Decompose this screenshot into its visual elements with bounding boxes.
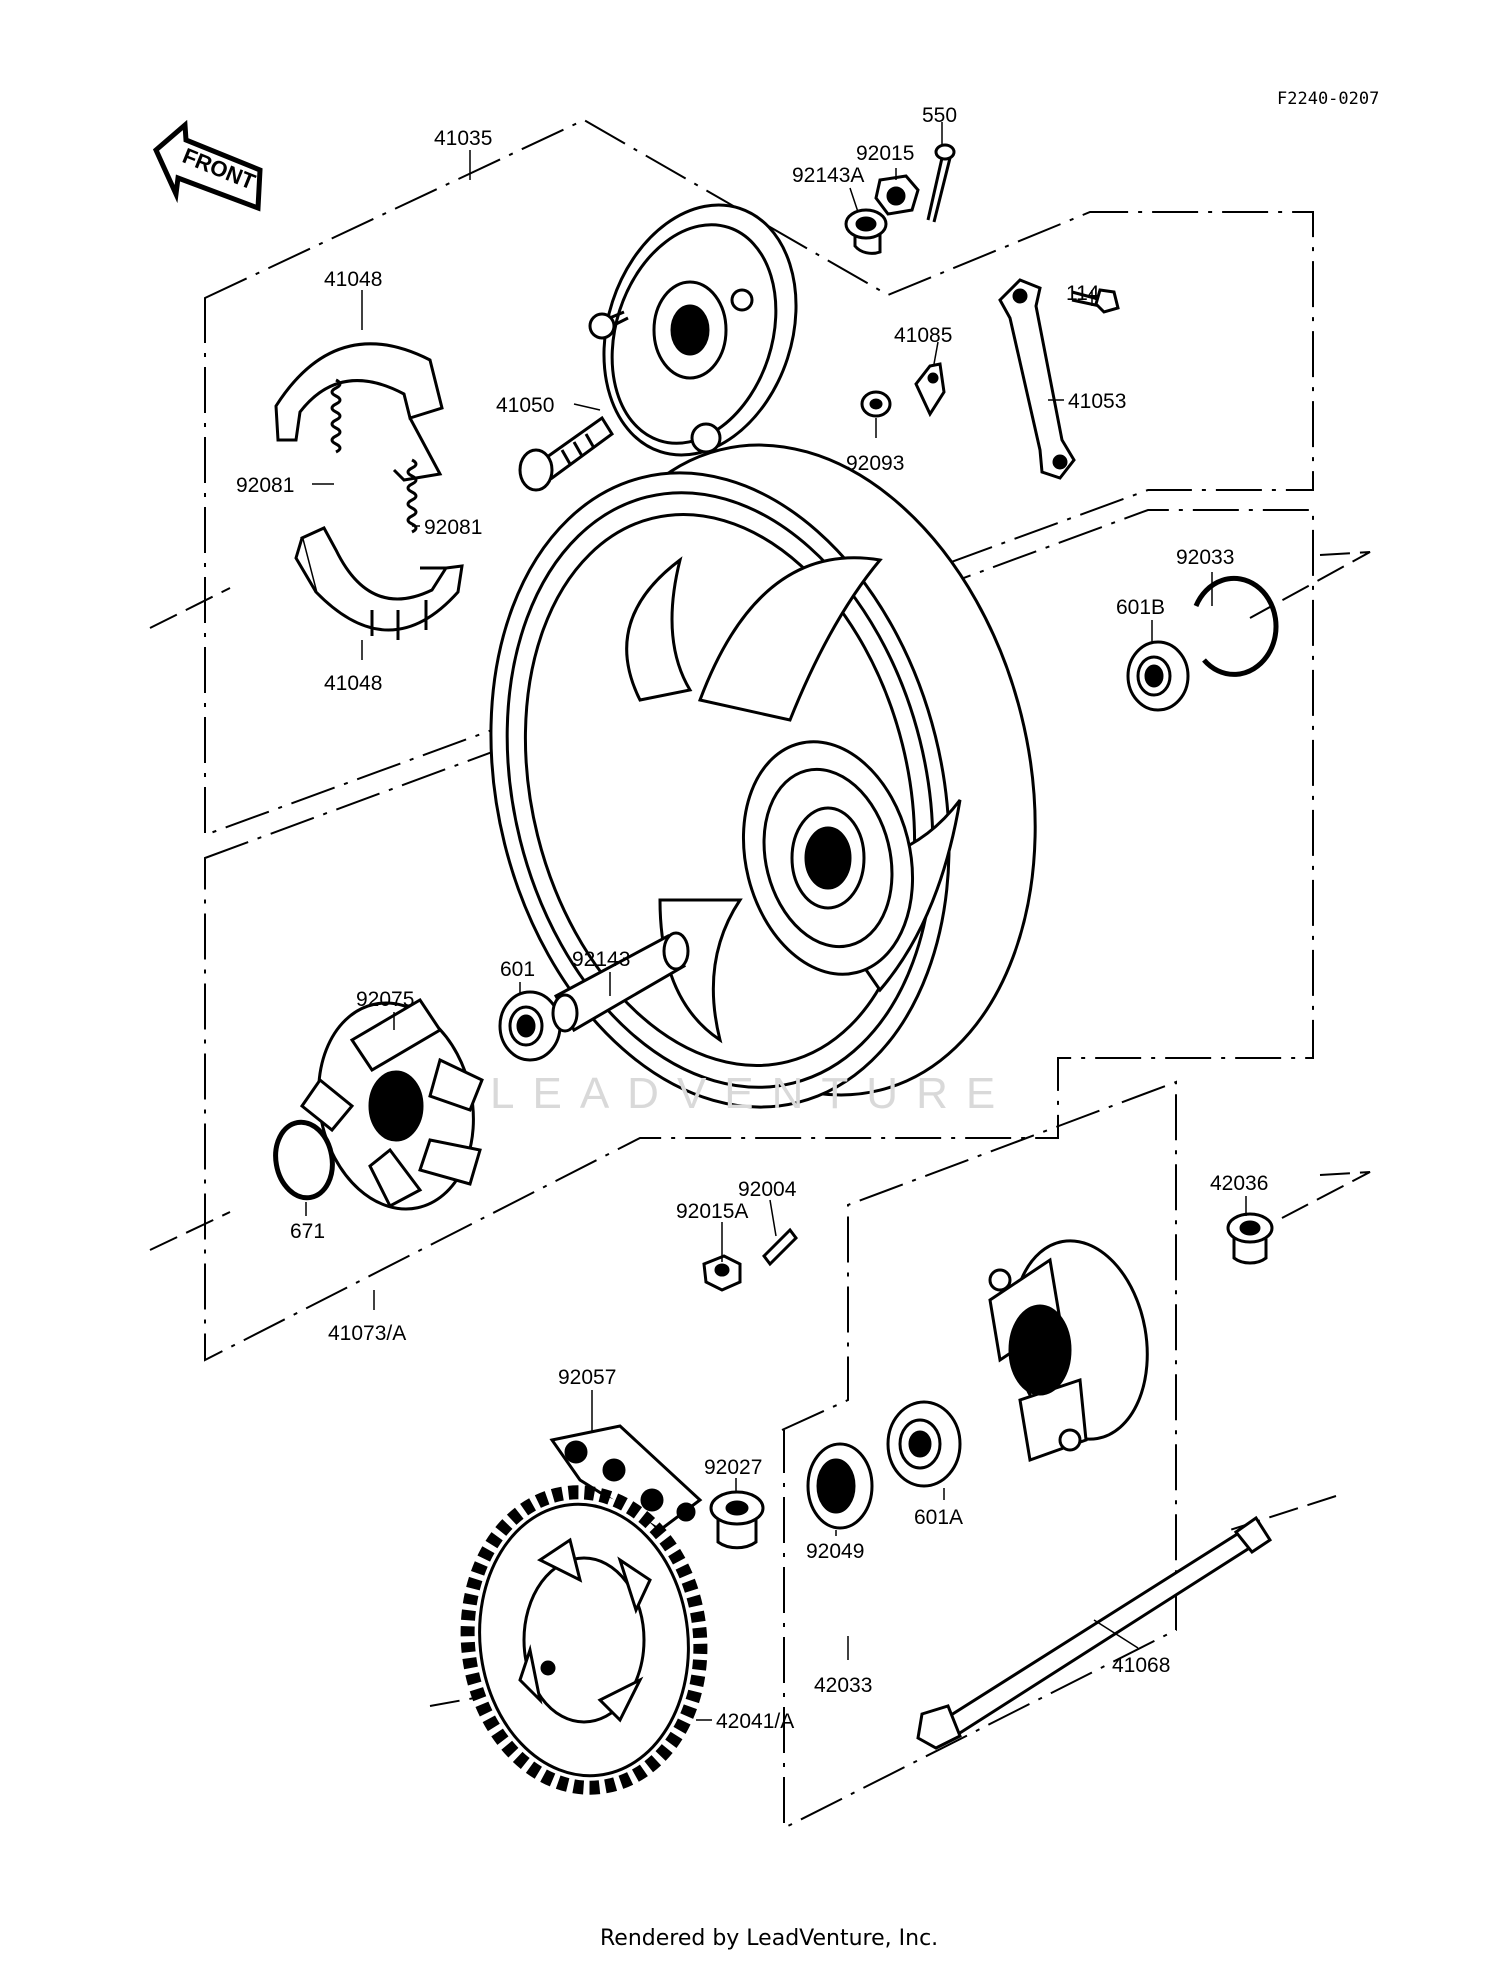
part-label-92081-right: 92081 (424, 516, 482, 539)
part-label-92093: 92093 (846, 452, 904, 475)
wear-indicator-icon (914, 362, 946, 418)
part-label-601: 601 (500, 958, 535, 981)
stud-icon (762, 1227, 798, 1267)
collar-42036-icon (1226, 1212, 1274, 1265)
part-label-41073a: 41073/A (328, 1322, 406, 1345)
front-arrow-icon: FRONT (152, 119, 263, 212)
collar-icon (844, 208, 888, 255)
spring-icon (330, 378, 418, 534)
brake-shoe-bottom-icon (294, 526, 464, 640)
part-label-550: 550 (922, 104, 957, 127)
watermark: LEADVENTURE (490, 1069, 1013, 1118)
wheel-icon (489, 443, 1037, 1109)
part-label-92027: 92027 (704, 1456, 762, 1479)
part-label-92057: 92057 (558, 1366, 616, 1389)
bearing-601a-icon (886, 1400, 962, 1488)
chain-icon (549, 1424, 703, 1532)
torque-link-icon (998, 278, 1076, 480)
hub-group-outline (781, 1080, 1177, 1830)
diagram-code: F2240-0207 (1277, 89, 1379, 109)
axle-icon (916, 1515, 1273, 1750)
bearing-601b-icon (1126, 640, 1190, 712)
sprocket-icon (460, 1485, 708, 1795)
part-label-41048-top: 41048 (324, 268, 382, 291)
part-label-92004: 92004 (738, 1178, 797, 1201)
brake-shoe-top-icon (274, 342, 444, 482)
collar-92027-icon (709, 1490, 765, 1550)
part-label-601a: 601A (914, 1506, 963, 1529)
wheel-group-outline (204, 509, 1314, 1362)
bolt-icon (1071, 288, 1120, 314)
part-label-601b: 601B (1116, 596, 1165, 619)
part-label-92143a: 92143A (792, 164, 864, 187)
o-ring-icon (273, 1119, 335, 1201)
part-label-42041a: 42041/A (716, 1710, 794, 1733)
damper-icon (299, 997, 484, 1211)
part-label-92015a: 92015A (676, 1200, 748, 1223)
nut-icon (702, 1254, 742, 1292)
part-label-92081-left: 92081 (236, 474, 294, 497)
part-label-42036: 42036 (1210, 1172, 1268, 1195)
cotter-pin-icon (926, 143, 956, 223)
brake-panel-icon (588, 203, 798, 457)
part-label-92033: 92033 (1176, 546, 1234, 569)
spacer-icon (551, 931, 690, 1033)
part-label-41053: 41053 (1068, 390, 1126, 413)
footer-credit: Rendered by LeadVenture, Inc. (600, 1926, 938, 1951)
part-label-92143: 92143 (572, 948, 630, 971)
castle-nut-icon (874, 174, 920, 216)
washer-icon (860, 390, 892, 418)
part-label-42033: 42033 (814, 1674, 872, 1697)
part-label-41048-bottom: 41048 (324, 672, 382, 695)
bearing-601-icon (498, 990, 562, 1062)
part-label-41035: 41035 (434, 127, 492, 150)
part-label-92049: 92049 (806, 1540, 864, 1563)
brake-cam-icon (518, 415, 615, 492)
part-label-92015: 92015 (856, 142, 914, 165)
part-label-41085: 41085 (894, 324, 952, 347)
part-label-671: 671 (290, 1220, 325, 1243)
part-label-114: 114 (1066, 282, 1100, 305)
part-label-41068: 41068 (1112, 1654, 1170, 1677)
part-label-41050: 41050 (496, 394, 554, 417)
oil-seal-icon (806, 1442, 874, 1530)
hub-coupling-icon (988, 1239, 1149, 1463)
part-label-92075: 92075 (356, 988, 414, 1011)
circlip-icon (1193, 575, 1279, 677)
